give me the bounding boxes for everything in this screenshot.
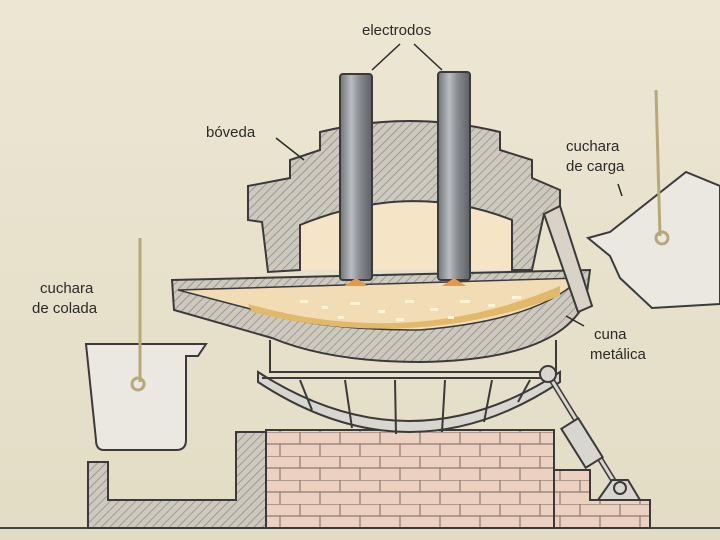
label-charge-ladle-line1: cuchara (566, 138, 620, 155)
cradle-ribs (299, 379, 531, 435)
brick-foundation (265, 429, 555, 529)
brick-foundation-step (553, 469, 651, 529)
label-charge-ladle-line2: de carga (566, 158, 625, 175)
leader-lines (275, 43, 623, 327)
pouring-pit (87, 431, 267, 529)
cradle-sides (269, 340, 557, 373)
electrodes-leader-left (371, 43, 401, 71)
charging-door (542, 204, 594, 314)
electric-arcs (344, 278, 466, 286)
charge-ladle-leader (617, 183, 623, 197)
electrode-left (339, 73, 373, 281)
molten-sparkle (300, 296, 521, 321)
label-cradle-line1: cuna (594, 326, 627, 343)
cradle-leader (565, 315, 585, 327)
electrode-right (437, 71, 471, 281)
label-pour-ladle-line2: de colada (32, 300, 98, 317)
charge-ladle (585, 89, 720, 310)
molten-bath (248, 286, 560, 329)
pour-ladle (84, 238, 208, 451)
label-vault: bóveda (206, 124, 256, 141)
tilt-piston (539, 365, 642, 501)
label-electrodes: electrodos (362, 22, 432, 39)
label-pour-ladle-line1: cuchara (40, 280, 94, 297)
label-cradle-line2: metálica (590, 346, 646, 363)
electrodes-leader-right (413, 43, 443, 71)
vault-leader (275, 137, 305, 161)
